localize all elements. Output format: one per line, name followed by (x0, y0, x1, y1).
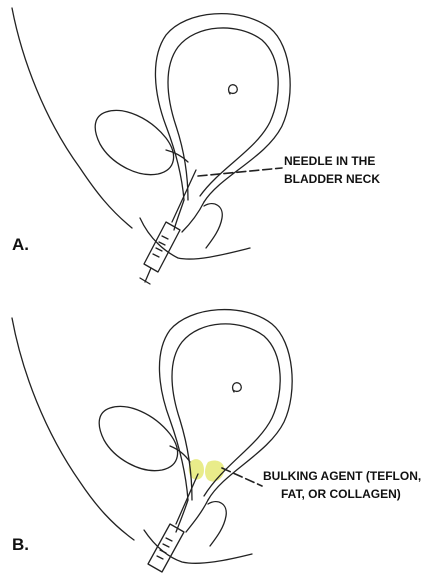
syringe-barrel (148, 524, 184, 572)
panel-b-label: B. (12, 535, 29, 554)
vaginal-wall-upper (204, 204, 222, 248)
panel-b (12, 310, 292, 572)
body-outline (12, 318, 134, 540)
vaginal-wall-upper (208, 502, 226, 546)
panel-a-callout-line-2: BLADDER NECK (284, 172, 380, 186)
pubic-bone (95, 110, 173, 174)
panel-a-label: A. (12, 235, 29, 254)
urethra (176, 500, 188, 532)
bladder-outer-wall (155, 14, 290, 202)
syringe-plunger (140, 268, 151, 284)
urethra-inner (182, 202, 204, 232)
ureteric-orifice (229, 85, 238, 94)
bladder-inner-wall (168, 28, 278, 200)
urethra-inner (186, 500, 208, 532)
panel-b-callout-line-2: FAT, OR COLLAGEN) (281, 487, 401, 501)
needle (172, 170, 196, 222)
bulking-agent-deposit-right (205, 460, 224, 481)
needle (176, 474, 198, 524)
panel-b-callout-line-1: BULKING AGENT (TEFLON, (263, 469, 421, 483)
panel-a-callout-line-1: NEEDLE IN THE (284, 154, 375, 168)
perineum-line (140, 218, 250, 259)
ureteric-orifice (233, 383, 242, 392)
panel-a (12, 8, 290, 284)
pubic-bone (99, 406, 177, 470)
body-outline (12, 8, 132, 228)
